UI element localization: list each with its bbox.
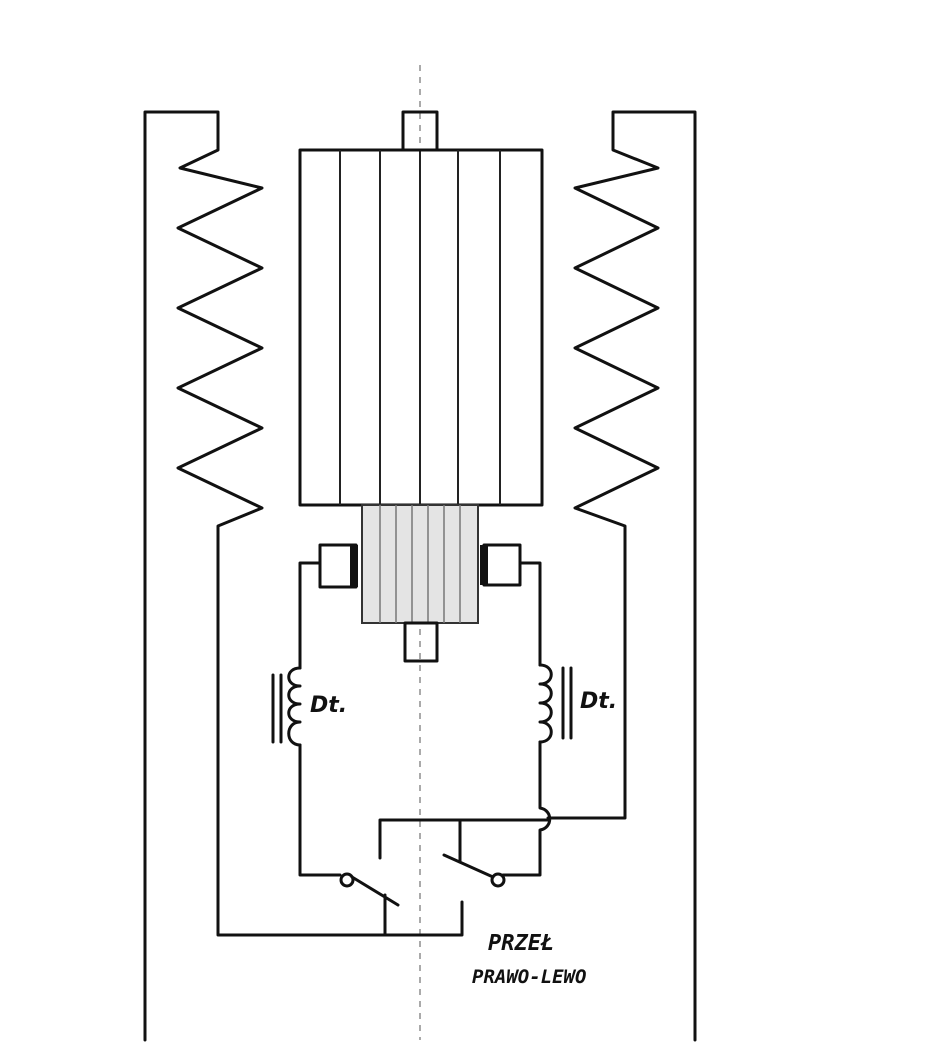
- left-armature-wire: [298, 561, 342, 877]
- shaft-top: [401, 110, 439, 152]
- switch-caption-line2: PRAWO-LEWO: [472, 966, 586, 988]
- right-choke-coil: [538, 663, 573, 744]
- reversing-switch: [339, 818, 550, 937]
- choke-label-right: Dt.: [580, 689, 617, 714]
- choke-label-left: Dt.: [310, 693, 347, 718]
- right-armature-wire: [501, 561, 552, 877]
- shaft-bottom: [403, 621, 439, 663]
- brush-right: [480, 543, 522, 587]
- left-choke-coil: [271, 666, 302, 747]
- commutator: [361, 504, 479, 624]
- switch-caption-line1: PRZEŁ: [488, 931, 554, 956]
- right-stator-field-winding: [546, 110, 697, 1042]
- brush-left: [318, 543, 358, 589]
- left-stator-field-winding: [143, 110, 382, 1042]
- armature-rotor: [298, 148, 544, 507]
